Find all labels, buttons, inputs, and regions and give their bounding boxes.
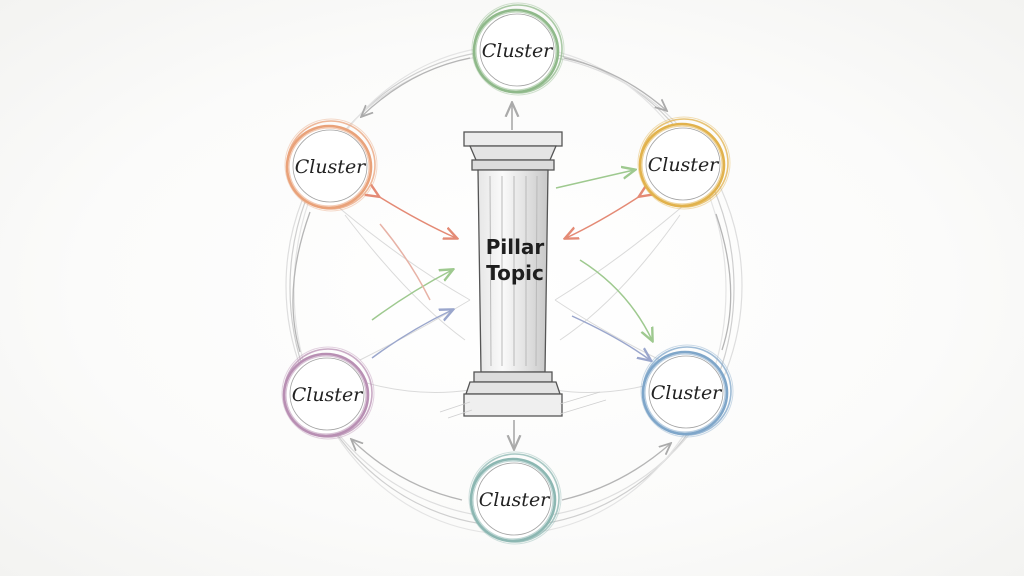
cluster-inner-ring [292, 129, 368, 203]
pillar-column [439, 131, 607, 419]
cluster-ring [641, 125, 723, 205]
cluster-inner-ring [479, 13, 555, 87]
cluster-node-upper-left: Cluster [284, 118, 378, 212]
cluster-ring [639, 118, 729, 208]
arrow-bottom-to-lower-right [561, 444, 670, 501]
cluster-ring [472, 460, 554, 540]
cluster-label: Cluster [648, 154, 720, 176]
arrow-red-right [566, 196, 640, 238]
cluster-inner-ring [648, 355, 724, 429]
cluster-ring [471, 2, 565, 96]
arrow-bottom-to-lower-left [352, 440, 463, 501]
cluster-node-lower-right: Cluster [640, 344, 734, 438]
arrow-blue-right [571, 315, 650, 360]
cluster-ring [644, 353, 726, 433]
cluster-ring [283, 348, 373, 438]
cluster-ring [285, 355, 367, 435]
cluster-ring [475, 11, 557, 91]
cluster-ring [284, 118, 378, 212]
cluster-ring [468, 451, 562, 545]
cluster-ring [470, 453, 560, 543]
arrow-pink-left [379, 223, 431, 301]
arrow-top-to-upper-left [362, 57, 471, 116]
arrow-red-left [378, 196, 456, 238]
pillar-vertical-arrows [512, 104, 514, 448]
cluster-node-top: Cluster [471, 2, 565, 96]
inner-arrows [372, 170, 652, 360]
cluster-ring [473, 4, 563, 94]
cluster-label: Cluster [295, 156, 367, 178]
cluster-node-upper-right: Cluster [637, 116, 731, 210]
arrow-green-right-top [555, 170, 634, 189]
pillar-label-line2: Topic [486, 261, 544, 285]
cluster-ring [640, 344, 734, 438]
cluster-node-lower-left: Cluster [281, 346, 375, 440]
arrow-right-side [715, 213, 732, 351]
cluster-label: Cluster [482, 40, 554, 62]
cluster-ring [288, 127, 370, 207]
cluster-inner-ring [645, 127, 721, 201]
cluster-label: Cluster [479, 489, 551, 511]
arrow-green-left [371, 270, 452, 321]
cluster-inner-ring [476, 462, 552, 536]
arrow-left-side [292, 211, 311, 353]
arrow-blue-left [371, 310, 452, 359]
cluster-label: Cluster [292, 384, 364, 406]
sketch-guides [329, 199, 696, 393]
arrow-top-to-upper-right [563, 57, 666, 110]
cluster-inner-ring [289, 357, 365, 431]
cluster-ring [286, 120, 376, 210]
cluster-ring [281, 346, 375, 440]
cluster-label: Cluster [651, 382, 723, 404]
cluster-ring [637, 116, 731, 210]
pillar-label-line1: Pillar [486, 235, 545, 259]
cluster-node-bottom: Cluster [468, 451, 562, 545]
cluster-ring [642, 346, 732, 436]
arrow-green-right-down [579, 259, 652, 340]
outer-flow-arrows [292, 57, 732, 501]
